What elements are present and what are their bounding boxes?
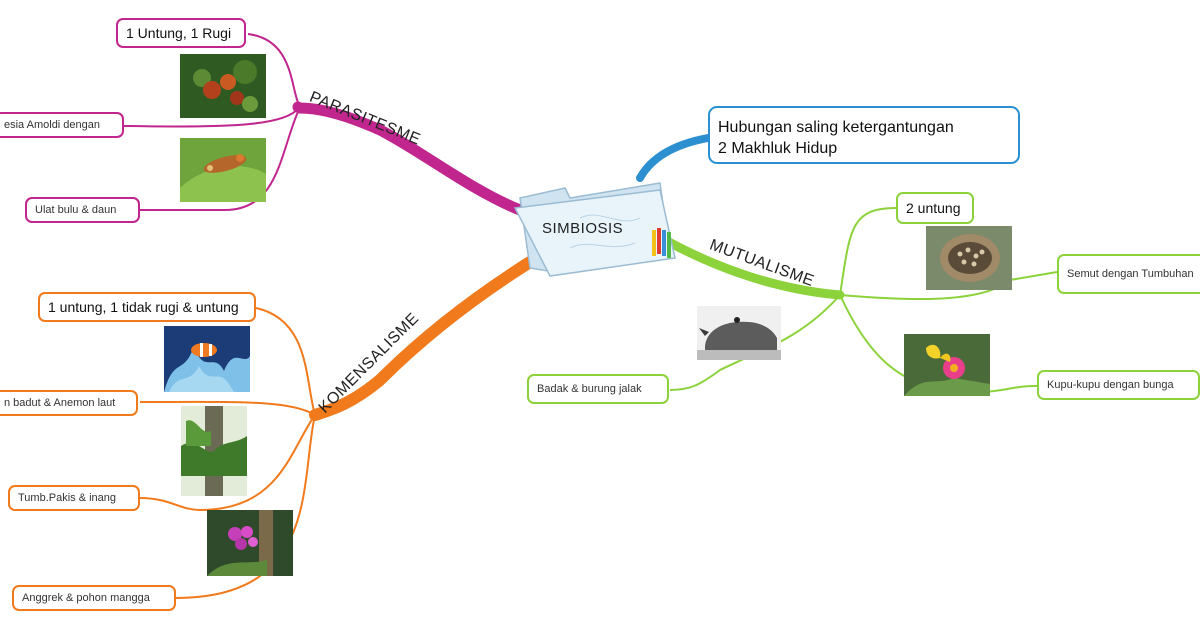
definition-line-1: Hubungan saling ketergantungan <box>718 119 954 136</box>
definition-branch <box>636 134 712 182</box>
definition-line-2: 2 Makhluk Hidup <box>718 140 838 157</box>
central-topic[interactable]: SIMBIOSIS <box>542 220 624 237</box>
commensalism-definition[interactable]: 1 untung, 1 tidak rugi & untung <box>38 292 256 322</box>
mutualism-branch <box>660 235 845 300</box>
parasitism-definition[interactable]: 1 Untung, 1 Rugi <box>116 18 246 48</box>
commensalism-branch <box>309 256 536 421</box>
mutualism-example-ant-plant[interactable]: Semut dengan Tumbuhan <box>1057 254 1200 294</box>
folder-icon[interactable] <box>510 178 680 278</box>
commensalism-example-fern[interactable]: Tumb.Pakis & inang <box>8 485 140 511</box>
orchid-photo <box>207 510 293 576</box>
clownfish-photo <box>164 326 250 392</box>
butterfly-photo <box>904 334 990 396</box>
parasitism-branch <box>292 101 526 216</box>
rafflesia-photo <box>180 54 266 118</box>
mutualism-definition[interactable]: 2 untung <box>896 192 974 224</box>
rhino-photo <box>697 306 781 360</box>
mutualism-example-butterfly[interactable]: Kupu-kupu dengan bunga <box>1037 370 1200 400</box>
parasitism-example-rafflesia[interactable]: esia Amoldi dengan <box>0 112 124 138</box>
ant-plant-photo <box>926 226 1012 290</box>
parasitism-example-caterpillar[interactable]: Ulat bulu & daun <box>25 197 140 223</box>
caterpillar-photo <box>180 138 266 202</box>
definition-box[interactable]: Hubungan saling ketergantungan 2 Makhluk… <box>708 106 1020 164</box>
fern-tree-photo <box>181 406 247 496</box>
commensalism-example-orchid[interactable]: Anggrek & pohon mangga <box>12 585 176 611</box>
commensalism-example-clownfish[interactable]: n badut & Anemon laut <box>0 390 138 416</box>
mutualism-example-rhino[interactable]: Badak & burung jalak <box>527 374 669 404</box>
